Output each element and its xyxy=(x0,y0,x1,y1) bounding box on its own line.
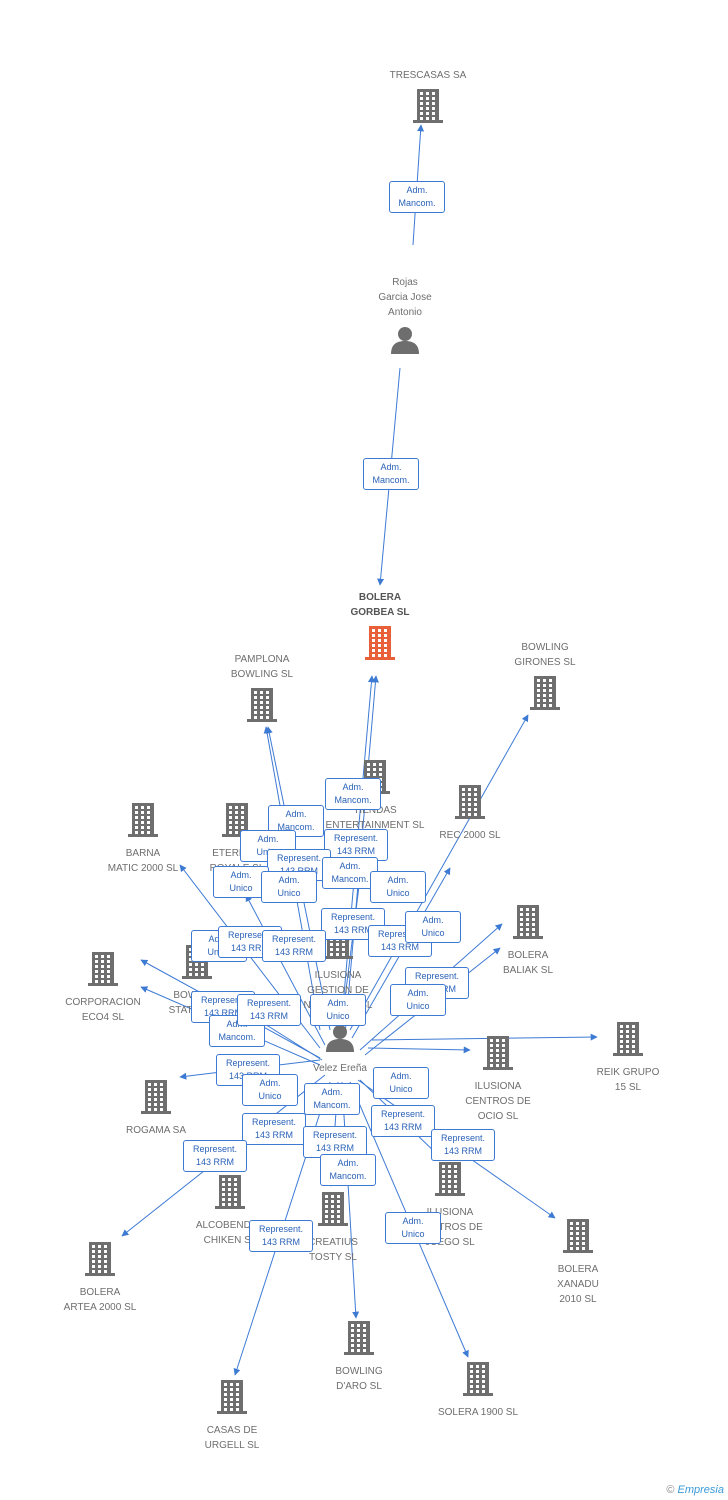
credit: ©Empresia xyxy=(666,1484,724,1496)
node-rec2000[interactable]: REC 2000 SL xyxy=(410,785,530,843)
edge-label[interactable]: Adm. Mancom. xyxy=(363,458,419,490)
node-label: BOLERA GORBEA SL xyxy=(350,592,410,618)
building-icon xyxy=(83,803,203,842)
node-rogama[interactable]: ROGAMA SA xyxy=(96,1080,216,1138)
node-label: CORPORACION ECO4 SL xyxy=(65,997,141,1023)
node-label: BOLERA BALIAK SL xyxy=(502,950,554,976)
edge-label[interactable]: Adm. Unico xyxy=(405,911,461,943)
building-icon xyxy=(410,785,530,824)
building-icon xyxy=(390,1162,510,1201)
building-icon xyxy=(40,1242,160,1281)
edge-label[interactable]: Adm. Mancom. xyxy=(320,1154,376,1186)
edge-label[interactable]: Adm. Unico xyxy=(370,871,426,903)
building-icon xyxy=(438,1036,558,1075)
node-label: REC 2000 SL xyxy=(439,830,501,841)
node-corporacion[interactable]: CORPORACION ECO4 SL xyxy=(43,952,163,1025)
node-label: ILUSIONA CENTROS DE JUEGO SL xyxy=(417,1207,483,1248)
node-label: ROGAMA SA xyxy=(125,1125,186,1136)
edge-label[interactable]: Represent. 143 RRM xyxy=(303,1126,367,1158)
edge-velez-to-daro xyxy=(341,1081,360,1319)
node-rojas[interactable]: Rojas Garcia Jose Antonio xyxy=(345,275,465,359)
building-icon xyxy=(320,626,440,665)
edge-label[interactable]: Adm. Unico xyxy=(261,871,317,903)
edge-velez-to-reik xyxy=(371,1033,598,1041)
building-icon xyxy=(273,1192,393,1231)
node-label: BOLERA ARTEA 2000 SL xyxy=(63,1287,137,1313)
edge-label[interactable]: Adm. Mancom. xyxy=(304,1083,360,1115)
node-girones[interactable]: BOWLING GIRONES SL xyxy=(485,640,605,715)
node-trescasas[interactable]: TRESCASAS SA xyxy=(368,68,488,128)
node-gorbea[interactable]: BOLERA GORBEA SL xyxy=(320,590,440,665)
edge-label[interactable]: Adm. Mancom. xyxy=(325,778,381,810)
node-label: BARNA MATIC 2000 SL xyxy=(107,848,179,874)
node-label: REIK GRUPO 15 SL xyxy=(596,1067,660,1093)
building-icon xyxy=(299,1321,419,1360)
building-icon xyxy=(418,1362,538,1401)
brand-name: Empresia xyxy=(677,1484,724,1496)
node-pamplona[interactable]: PAMPLONA BOWLING SL xyxy=(202,652,322,727)
building-icon xyxy=(172,1380,292,1419)
edge-label[interactable]: Adm. Unico xyxy=(242,1074,298,1106)
edge-label[interactable]: Adm. Mancom. xyxy=(322,857,378,889)
edge-label[interactable]: Represent. 143 RRM xyxy=(262,930,326,962)
edge-label[interactable]: Adm. Unico xyxy=(310,994,366,1026)
node-baliak[interactable]: BOLERA BALIAK SL xyxy=(468,905,588,978)
building-icon xyxy=(518,1219,638,1258)
node-ocio[interactable]: ILUSIONA CENTROS DE OCIO SL xyxy=(438,1036,558,1124)
node-label: TIENDAS ENTERTAINMENT SL xyxy=(325,805,425,831)
edge-label[interactable]: Adm. Unico xyxy=(390,984,446,1016)
edge-label[interactable]: Adm. Unico xyxy=(385,1212,441,1244)
node-velez[interactable]: Velez Ereña xyxy=(280,1024,400,1076)
edge-label[interactable]: Represent. 143 RRM xyxy=(249,1220,313,1252)
node-label: BOWLING GIRONES SL xyxy=(514,642,576,668)
node-label: SOLERA 1900 SL xyxy=(437,1407,519,1418)
edge-label[interactable]: Represent. 143 RRM xyxy=(431,1129,495,1161)
node-label: BOWLING D'ARO SL xyxy=(335,1366,383,1392)
edge-label[interactable]: Represent. 143 RRM xyxy=(242,1113,306,1145)
edge-label[interactable]: Adm. Mancom. xyxy=(389,181,445,213)
building-icon xyxy=(485,676,605,715)
node-label: PAMPLONA BOWLING SL xyxy=(230,654,294,680)
building-icon xyxy=(96,1080,216,1119)
building-icon xyxy=(170,1175,290,1214)
node-urgell[interactable]: CASAS DE URGELL SL xyxy=(172,1380,292,1453)
node-daro[interactable]: BOWLING D'ARO SL xyxy=(299,1321,419,1394)
building-icon xyxy=(468,905,588,944)
building-icon xyxy=(568,1022,688,1061)
edge-velez-to-girones xyxy=(349,714,529,1031)
node-xanadu[interactable]: BOLERA XANADU 2010 SL xyxy=(518,1219,638,1307)
edge-label[interactable]: Represent. 143 RRM xyxy=(371,1105,435,1137)
person-icon xyxy=(345,326,465,359)
edge-label[interactable]: Adm. Unico xyxy=(373,1067,429,1099)
node-label: CREATIUS TOSTY SL xyxy=(308,1237,358,1263)
edge-label[interactable]: Represent. 143 RRM xyxy=(183,1140,247,1172)
building-icon xyxy=(368,89,488,128)
edge-velez-to-ocio xyxy=(367,1046,471,1054)
edge-label[interactable]: Represent. 143 RRM xyxy=(237,994,301,1026)
building-icon xyxy=(202,688,322,727)
node-label: Velez Ereña xyxy=(313,1063,367,1074)
node-label: CASAS DE URGELL SL xyxy=(204,1425,260,1451)
node-creatius[interactable]: CREATIUS TOSTY SL xyxy=(273,1192,393,1265)
person-icon xyxy=(280,1024,400,1057)
node-solera[interactable]: SOLERA 1900 SL xyxy=(418,1362,538,1420)
copyright-symbol: © xyxy=(666,1484,675,1496)
building-icon xyxy=(43,952,163,991)
node-label: BOLERA XANADU 2010 SL xyxy=(557,1264,599,1305)
node-reik[interactable]: REIK GRUPO 15 SL xyxy=(568,1022,688,1095)
node-label: TRESCASAS SA xyxy=(389,70,467,81)
node-label: ILUSIONA CENTROS DE OCIO SL xyxy=(465,1081,531,1122)
node-label: Rojas Garcia Jose Antonio xyxy=(378,277,432,318)
node-artea[interactable]: BOLERA ARTEA 2000 SL xyxy=(40,1242,160,1315)
node-barna[interactable]: BARNA MATIC 2000 SL xyxy=(83,803,203,876)
node-juego[interactable]: ILUSIONA CENTROS DE JUEGO SL xyxy=(390,1162,510,1250)
